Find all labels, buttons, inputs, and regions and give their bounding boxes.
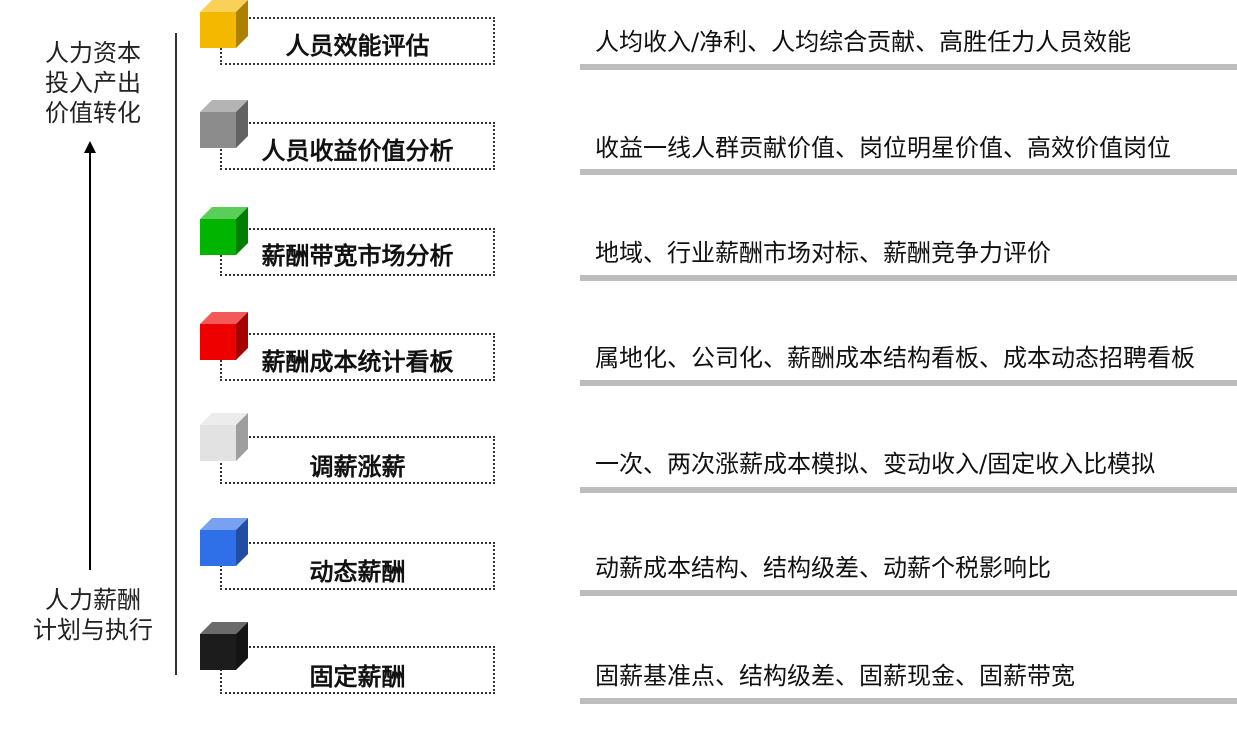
side-label-top: 人力资本 投入产出 价值转化 <box>45 39 141 127</box>
cube-front-face <box>200 425 236 461</box>
cube-front-face <box>200 219 236 255</box>
cube-side-face <box>236 0 248 48</box>
cube-front-face <box>200 634 236 670</box>
level-name: 固定薪酬 <box>309 663 406 691</box>
cube-front-face <box>200 12 236 48</box>
level-row: 人员收益价值分析 收益一线人群贡献价值、岗位明星价值、高效价值岗位 <box>0 100 1237 210</box>
vertical-divider <box>175 33 177 675</box>
cube-side-face <box>236 622 248 670</box>
cube-icon <box>200 207 248 255</box>
upward-arrow <box>89 150 91 570</box>
description-underline <box>580 487 1237 493</box>
cube-top-face <box>200 413 248 425</box>
cube-side-face <box>236 518 248 566</box>
cube-side-face <box>236 312 248 360</box>
cube-top-face <box>200 207 248 219</box>
description-underline <box>580 169 1237 175</box>
arrow-head-icon <box>84 141 96 153</box>
level-name: 人员收益价值分析 <box>261 137 454 165</box>
cube-icon <box>200 100 248 148</box>
level-description: 地域、行业薪酬市场对标、薪酬竞争力评价 <box>595 239 1051 267</box>
level-box <box>220 542 495 590</box>
cube-top-face <box>200 100 248 112</box>
level-description: 收益一线人群贡献价值、岗位明星价值、高效价值岗位 <box>595 134 1171 162</box>
description-underline <box>580 64 1237 70</box>
level-name: 薪酬成本统计看板 <box>261 348 454 376</box>
cube-front-face <box>200 324 236 360</box>
cube-top-face <box>200 622 248 634</box>
level-name: 薪酬带宽市场分析 <box>261 242 454 270</box>
cube-front-face <box>200 530 236 566</box>
description-underline <box>580 590 1237 596</box>
level-description: 属地化、公司化、薪酬成本结构看板、成本动态招聘看板 <box>595 344 1195 372</box>
cube-icon <box>200 0 248 48</box>
level-description: 动薪成本结构、结构级差、动薪个税影响比 <box>595 554 1051 582</box>
cube-top-face <box>200 0 248 12</box>
level-row: 人员效能评估 人均收入/净利、人均综合贡献、高胜任力人员效能 <box>0 0 1237 105</box>
cube-icon <box>200 622 248 670</box>
description-underline <box>580 275 1237 281</box>
cube-icon <box>200 312 248 360</box>
cube-side-face <box>236 207 248 255</box>
cube-icon <box>200 518 248 566</box>
cube-top-face <box>200 518 248 530</box>
level-box <box>220 646 495 694</box>
cube-side-face <box>236 100 248 148</box>
description-underline <box>580 698 1237 704</box>
level-name: 动态薪酬 <box>309 558 406 586</box>
level-description: 一次、两次涨薪成本模拟、变动收入/固定收入比模拟 <box>595 450 1156 478</box>
cube-front-face <box>200 112 236 148</box>
level-name: 人员效能评估 <box>285 32 430 60</box>
level-row: 动态薪酬 动薪成本结构、结构级差、动薪个税影响比 <box>0 518 1237 629</box>
level-row: 固定薪酬 固薪基准点、结构级差、固薪现金、固薪带宽 <box>0 622 1237 733</box>
level-name: 调薪涨薪 <box>309 453 406 481</box>
cube-top-face <box>200 312 248 324</box>
description-underline <box>580 380 1237 386</box>
level-row: 薪酬带宽市场分析 地域、行业薪酬市场对标、薪酬竞争力评价 <box>0 207 1237 315</box>
cube-side-face <box>236 413 248 461</box>
level-row: 调薪涨薪 一次、两次涨薪成本模拟、变动收入/固定收入比模拟 <box>0 413 1237 524</box>
level-description: 固薪基准点、结构级差、固薪现金、固薪带宽 <box>595 662 1075 690</box>
side-label-bottom: 人力薪酬 计划与执行 <box>33 586 153 644</box>
cube-icon <box>200 413 248 461</box>
level-row: 薪酬成本统计看板 属地化、公司化、薪酬成本结构看板、成本动态招聘看板 <box>0 312 1237 419</box>
level-description: 人均收入/净利、人均综合贡献、高胜任力人员效能 <box>595 28 1132 56</box>
